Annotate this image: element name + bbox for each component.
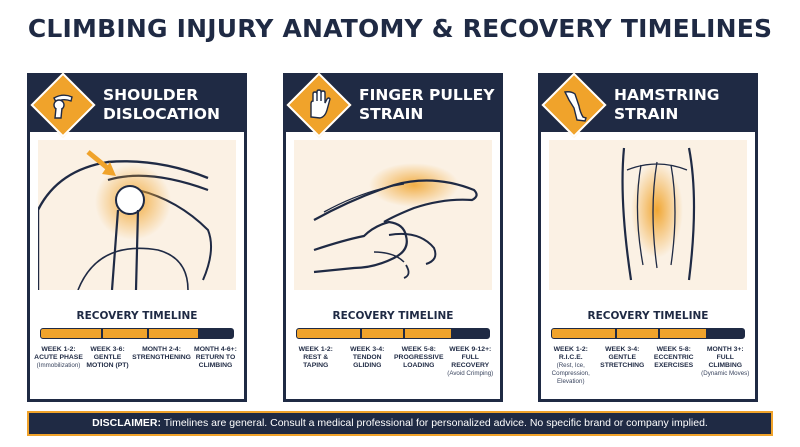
finger-illustration [294,140,492,290]
phase-title: WEEK 3-6: GENTLE MOTION (PT) [86,346,129,369]
phase-title: MONTH 4-6+: RETURN TO CLIMBING [194,346,237,369]
phase-sub: (Avoid Crimping) [447,370,494,377]
phase-4: MONTH 4-6+: RETURN TO CLIMBING [191,346,240,370]
timeline-fill [41,329,199,338]
timeline-tick [615,329,618,338]
leg-icon [553,84,595,126]
phase-4: WEEK 9-12+: FULL RECOVERY(Avoid Crimping… [445,346,497,378]
card-header: SHOULDER DISLOCATION [30,72,244,138]
timeline-fill [552,329,706,338]
phase-2: WEEK 3-4: GENTLE STRETCHING [597,346,649,386]
disclaimer-text: Timelines are general. Consult a medical… [163,417,708,429]
phase-3: WEEK 5-8: PROGRESSIVE LOADING [393,346,445,378]
timeline-tick [657,329,660,338]
phase-sub: (Dynamic Moves) [701,370,750,377]
card-heading: HAMSTRING STRAIN [614,86,720,123]
phase-title: WEEK 5-8: PROGRESSIVE LOADING [394,346,444,369]
card-heading: FINGER PULLEY STRAIN [359,86,495,123]
shoulder-illustration [36,140,236,291]
timeline-phases: WEEK 1-2: REST & TAPING WEEK 3-4: TENDON… [290,346,496,378]
phase-4: MONTH 3+: FULL CLIMBING(Dynamic Moves) [700,346,752,386]
timeline-tick [450,329,453,338]
phase-title: WEEK 3-4: TENDON GLIDING [350,346,385,369]
card-finger: FINGER PULLEY STRAIN RECOVERY TIMELINE W… [283,72,503,402]
phase-title: MONTH 2-4: STRENGTHENING [132,346,191,361]
disclaimer-banner: DISCLAIMER: Timelines are general. Consu… [27,411,773,436]
card-hamstring: HAMSTRING STRAIN RECOVERY TIMELINE WEEK … [538,72,758,402]
timeline-label: RECOVERY TIMELINE [76,310,198,322]
timeline-tick [705,329,708,338]
timeline-label: RECOVERY TIMELINE [587,310,709,322]
disclaimer-label: DISCLAIMER: [92,417,161,429]
timeline-tick [146,329,149,338]
timeline-tick [100,329,103,338]
card-shoulder: SHOULDER DISLOCATION RECOVERY TIMELINE W… [27,72,247,402]
phase-1: WEEK 1-2: R.I.C.E.(Rest, Ice, Compressio… [545,346,597,386]
phase-1: WEEK 1-2: REST & TAPING [290,346,342,378]
phase-sub: (Rest, Ice, Compression, Elevation) [551,362,590,385]
page-title: CLIMBING INJURY ANATOMY & RECOVERY TIMEL… [27,14,773,43]
shoulder-joint-icon [42,84,84,126]
phase-title: WEEK 1-2: R.I.C.E. [553,346,588,361]
timeline-bar [296,328,490,339]
phase-2: WEEK 3-6: GENTLE MOTION (PT) [83,346,132,370]
phase-title: WEEK 1-2: ACUTE PHASE [34,346,83,361]
phase-title: MONTH 3+: FULL CLIMBING [706,346,744,369]
timeline-tick [198,329,201,338]
phase-3: WEEK 5-8: ECCENTRIC EXERCISES [648,346,700,386]
phase-title: WEEK 9-12+: FULL RECOVERY [449,346,492,369]
timeline-tick [402,329,405,338]
phase-3: MONTH 2-4: STRENGTHENING [132,346,191,370]
timeline-fill [297,329,451,338]
phase-title: WEEK 3-4: GENTLE STRETCHING [600,346,645,369]
phase-title: WEEK 1-2: REST & TAPING [298,346,333,369]
timeline-label: RECOVERY TIMELINE [332,310,454,322]
phase-1: WEEK 1-2: ACUTE PHASE(Immobilization) [34,346,83,370]
timeline-phases: WEEK 1-2: ACUTE PHASE(Immobilization) WE… [34,346,240,370]
phase-sub: (Immobilization) [36,362,81,369]
card-heading: SHOULDER DISLOCATION [103,86,220,123]
hand-icon [298,84,340,126]
timeline-bar [40,328,234,339]
card-header: HAMSTRING STRAIN [541,72,755,138]
timeline-phases: WEEK 1-2: R.I.C.E.(Rest, Ice, Compressio… [545,346,751,386]
hamstring-illustration [549,140,747,290]
card-header: FINGER PULLEY STRAIN [286,72,500,138]
timeline-tick [360,329,363,338]
phase-title: WEEK 5-8: ECCENTRIC EXERCISES [653,346,694,369]
timeline-bar [551,328,745,339]
phase-2: WEEK 3-4: TENDON GLIDING [342,346,394,378]
